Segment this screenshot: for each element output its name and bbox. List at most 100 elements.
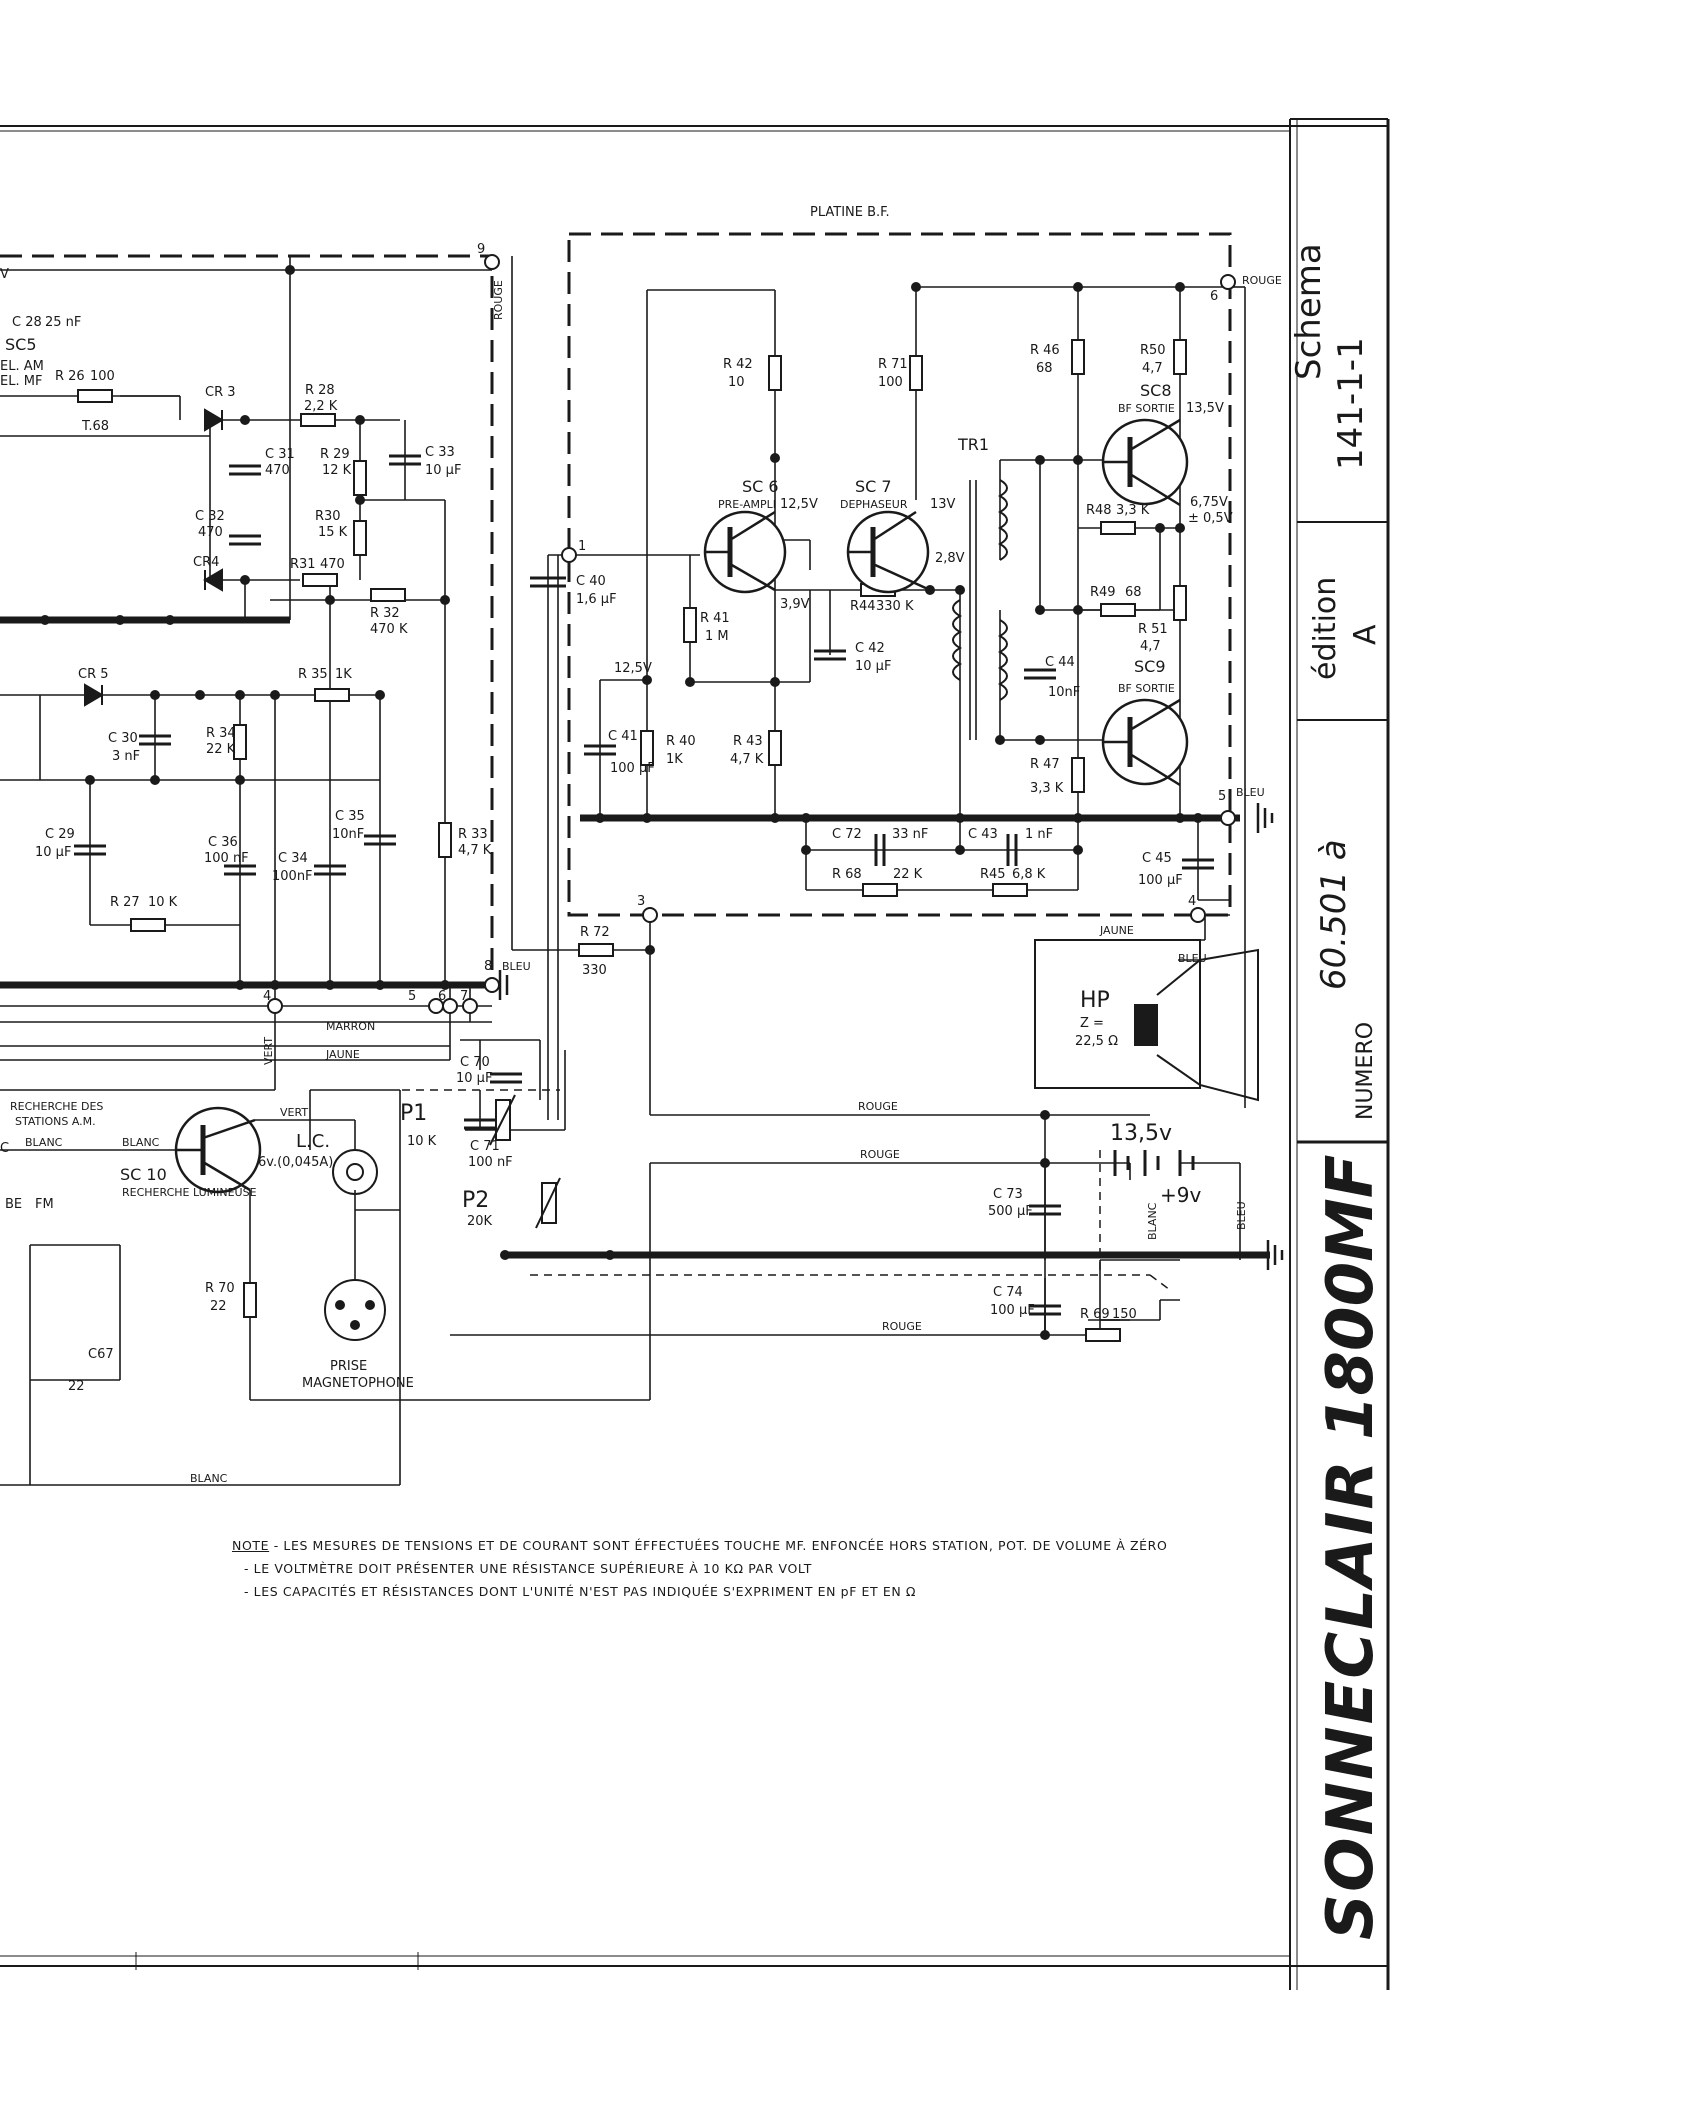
resistor-r70 [243, 1282, 257, 1318]
label-r41-ref: R 41 [700, 611, 730, 626]
label-c33-val: 10 µF [425, 463, 461, 478]
terminal-6b: 6 [438, 989, 446, 1004]
resistor-r68 [862, 883, 898, 897]
label-prise: PRISE [330, 1359, 367, 1374]
label-c32-val: 470 [198, 525, 223, 540]
label-r28-ref: R 28 [305, 383, 335, 398]
label-r50-val: 4,7 [1142, 361, 1163, 376]
transistor-sc7 [846, 510, 931, 594]
label-r33-val: 4,7 K [458, 843, 492, 858]
resistor-r27 [130, 918, 166, 932]
wire-bleu-2: BLEU [1178, 952, 1207, 965]
label-c36-ref: C 36 [208, 835, 238, 850]
lamp-lc [332, 1149, 378, 1195]
capacitor-c73 [1029, 1204, 1061, 1216]
transistor-sc9 [1101, 698, 1189, 787]
voltage-sc6-c: 12,5V [780, 497, 818, 512]
label-c34-val: 100nF [272, 869, 313, 884]
label-c30-ref: C 30 [108, 731, 138, 746]
wire-bleu-4: BLEU [1235, 1201, 1248, 1230]
label-r47-ref: R 47 [1030, 757, 1060, 772]
wire-rouge-2: ROUGE [1242, 274, 1282, 287]
label-r34-val: 22 K [206, 742, 236, 757]
label-c31-ref: C 31 [265, 447, 295, 462]
label-c40-ref: C 40 [576, 574, 606, 589]
bf-board-outline [0, 232, 1232, 987]
label-r44-val: 330 K [876, 599, 914, 614]
voltage-battery: 13,5v [1110, 1121, 1172, 1146]
label-sc8: SC8 [1140, 381, 1172, 400]
label-c44-ref: C 44 [1045, 655, 1075, 670]
label-c41-ref: C 41 [608, 729, 638, 744]
label-r35-val: 1K [335, 667, 352, 682]
label-c44-val: 10nF [1048, 685, 1080, 700]
wire-jaune-2: JAUNE [325, 1048, 360, 1061]
label-r51-val: 4,7 [1140, 639, 1161, 654]
model-name: 1800MF [1314, 1154, 1388, 1440]
label-r31-ref: R31 [290, 557, 316, 572]
label-r26-val: 100 [90, 369, 115, 384]
label-sc7-desc: DEPHASEUR [840, 498, 908, 511]
terminal-4: 4 [1188, 894, 1196, 909]
resistor-r45 [992, 883, 1028, 897]
label-r40-val: 1K [666, 752, 683, 767]
label-sc6-desc: PRE-AMPLI [718, 498, 776, 511]
resistor-r41 [683, 607, 697, 643]
title-block: Schema 141-1-1 édition A 60.501 à NUMERO… [1289, 243, 1388, 1940]
label-c35-ref: C 35 [335, 809, 365, 824]
resistor-r26 [77, 389, 113, 403]
label-r46-val: 68 [1036, 361, 1053, 376]
label-c70-val: 10 µF [456, 1071, 492, 1086]
label-r30-ref: R30 [315, 509, 341, 524]
label-c73-val: 500 µF [988, 1204, 1033, 1219]
fragment-recherche: RECHERCHE DES [10, 1100, 103, 1113]
capacitor-c70 [490, 1072, 522, 1084]
resistor-r71 [909, 355, 923, 391]
label-r27-ref: R 27 [110, 895, 140, 910]
resistor-r69 [1085, 1328, 1121, 1342]
wire-rouge-3: ROUGE [858, 1100, 898, 1113]
label-p1-val: 10 K [407, 1134, 437, 1149]
label-r28-val: 2,2 K [304, 399, 338, 414]
capacitor-c72 [874, 834, 886, 866]
capacitor-c33 [389, 454, 421, 466]
resistor-r35 [314, 688, 350, 702]
measurement-notes: NOTE - LES MESURES DE TENSIONS ET DE COU… [232, 1534, 1232, 1603]
board-title: PLATINE B.F. [810, 205, 890, 220]
voltage-sc7-c: 13V [930, 497, 956, 512]
label-r29-val: 12 K [322, 463, 352, 478]
transistor-sc8 [1101, 418, 1189, 507]
capacitor-c35 [364, 834, 396, 846]
capacitor-c42 [814, 649, 846, 661]
label-lc: L.C. [296, 1131, 330, 1152]
label-r46-ref: R 46 [1030, 343, 1060, 358]
resistor-r40 [640, 730, 654, 766]
label-c67: C67 [88, 1347, 114, 1362]
note-text-1: - LES MESURES DE TENSIONS ET DE COURANT … [273, 1538, 1168, 1553]
fragment-be: BE [5, 1197, 22, 1212]
terminal-5: 5 [1218, 789, 1226, 804]
label-r49-ref: R49 [1090, 585, 1116, 600]
label-r30-val: 15 K [318, 525, 348, 540]
label-r49-val: 68 [1125, 585, 1142, 600]
terminal-4b: 4 [263, 989, 271, 1004]
label-t68: T.68 [81, 419, 109, 434]
terminal-9: 9 [477, 242, 485, 257]
label-r45-val: 6,8 K [1012, 867, 1046, 882]
resistor-r31 [302, 573, 338, 587]
wire-blanc-1: BLANC [25, 1136, 63, 1149]
fragment-c: C [0, 1141, 9, 1156]
note-line-2: - LE VOLTMÈTRE DOIT PRÉSENTER UNE RÉSIST… [232, 1557, 1232, 1580]
resistor-r43 [768, 730, 782, 766]
label-c72-ref: C 72 [832, 827, 862, 842]
label-r42-val: 10 [728, 375, 745, 390]
note-heading: NOTE [232, 1538, 270, 1553]
wire-jaune-1: JAUNE [1099, 924, 1134, 937]
resistor-r29 [353, 460, 367, 496]
label-c71-ref: C 71 [470, 1139, 500, 1154]
diode-cr4 [203, 568, 223, 592]
resistor-r32 [370, 588, 406, 602]
label-r69-val: 150 [1112, 1307, 1137, 1322]
